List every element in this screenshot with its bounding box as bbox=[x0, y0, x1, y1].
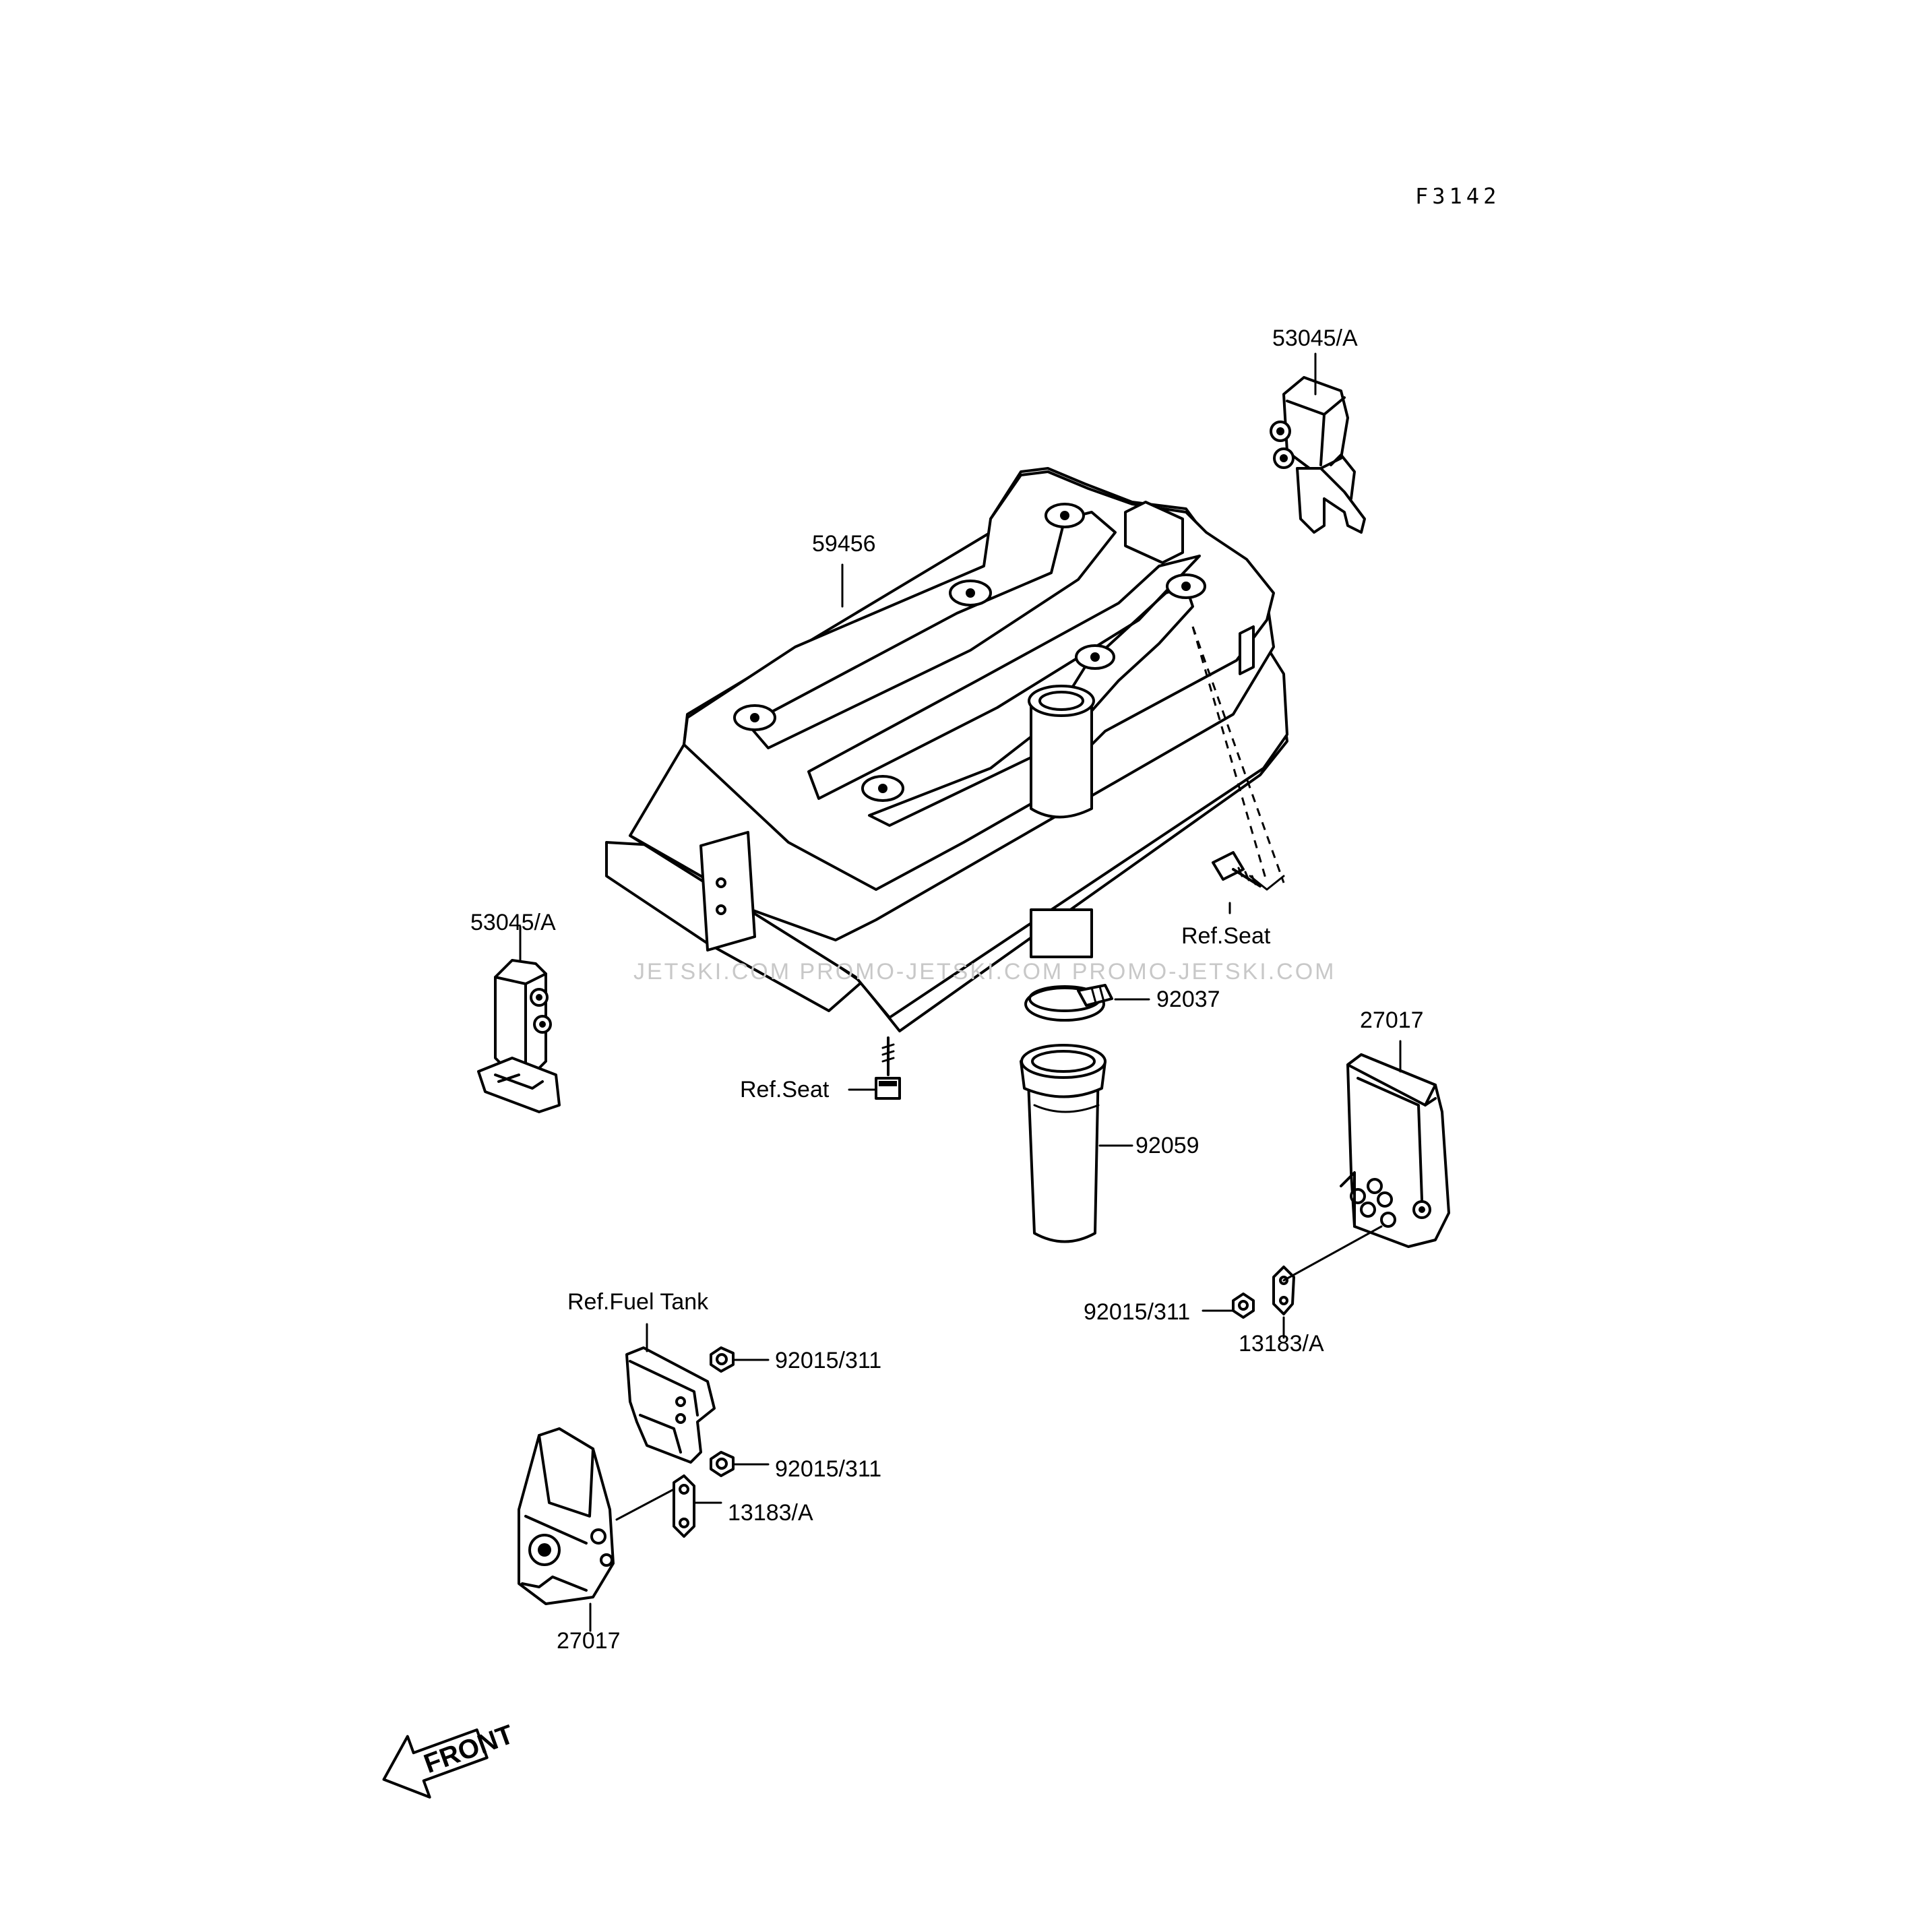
label-air-box: 59456 bbox=[812, 531, 876, 557]
label-ref-seat-right: Ref.Seat bbox=[1181, 923, 1271, 949]
front-arrow-icon: FRONT bbox=[382, 1720, 518, 1799]
fuel-tank-plate bbox=[625, 1346, 716, 1464]
label-nut-left-lower: 92015/311 bbox=[775, 1456, 882, 1482]
label-nut-right: 92015/311 bbox=[1084, 1299, 1191, 1325]
air-box-cover bbox=[605, 467, 1288, 1032]
label-holder-right: 27017 bbox=[1360, 1007, 1424, 1033]
label-mount-left: 53045/A bbox=[470, 910, 556, 935]
holder-left bbox=[518, 1427, 615, 1605]
mount-left bbox=[477, 959, 561, 1113]
front-label: FRONT bbox=[420, 1720, 518, 1779]
nut-left-lower bbox=[710, 1451, 735, 1477]
intake-duct bbox=[1020, 1044, 1107, 1243]
label-holder-left: 27017 bbox=[557, 1628, 621, 1654]
figure-code: F3142 bbox=[1415, 183, 1501, 209]
bracket-left bbox=[615, 1474, 695, 1538]
bracket-right bbox=[1272, 1225, 1383, 1315]
label-ref-fuel-tank: Ref.Fuel Tank bbox=[567, 1289, 709, 1315]
hose-clamp bbox=[1024, 984, 1113, 1022]
label-duct: 92059 bbox=[1135, 1133, 1199, 1158]
label-nut-left-upper: 92015/311 bbox=[775, 1348, 882, 1373]
mount-top-right bbox=[1270, 376, 1366, 534]
seat-bolt-center bbox=[875, 1036, 901, 1100]
watermark: JETSKI.COM PROMO-JETSKI.COM PROMO-JETSKI… bbox=[633, 959, 1336, 985]
holder-right bbox=[1340, 1053, 1450, 1248]
nut-right bbox=[1232, 1292, 1255, 1319]
nut-left-upper bbox=[710, 1346, 735, 1373]
label-bracket-left: 13183/A bbox=[728, 1500, 813, 1526]
label-mount-top-right: 53045/A bbox=[1272, 325, 1358, 351]
label-ref-seat-center: Ref.Seat bbox=[740, 1077, 830, 1102]
seat-bolt-right bbox=[1212, 851, 1261, 887]
label-bracket-right: 13183/A bbox=[1239, 1331, 1324, 1357]
label-clamp: 92037 bbox=[1156, 987, 1220, 1012]
